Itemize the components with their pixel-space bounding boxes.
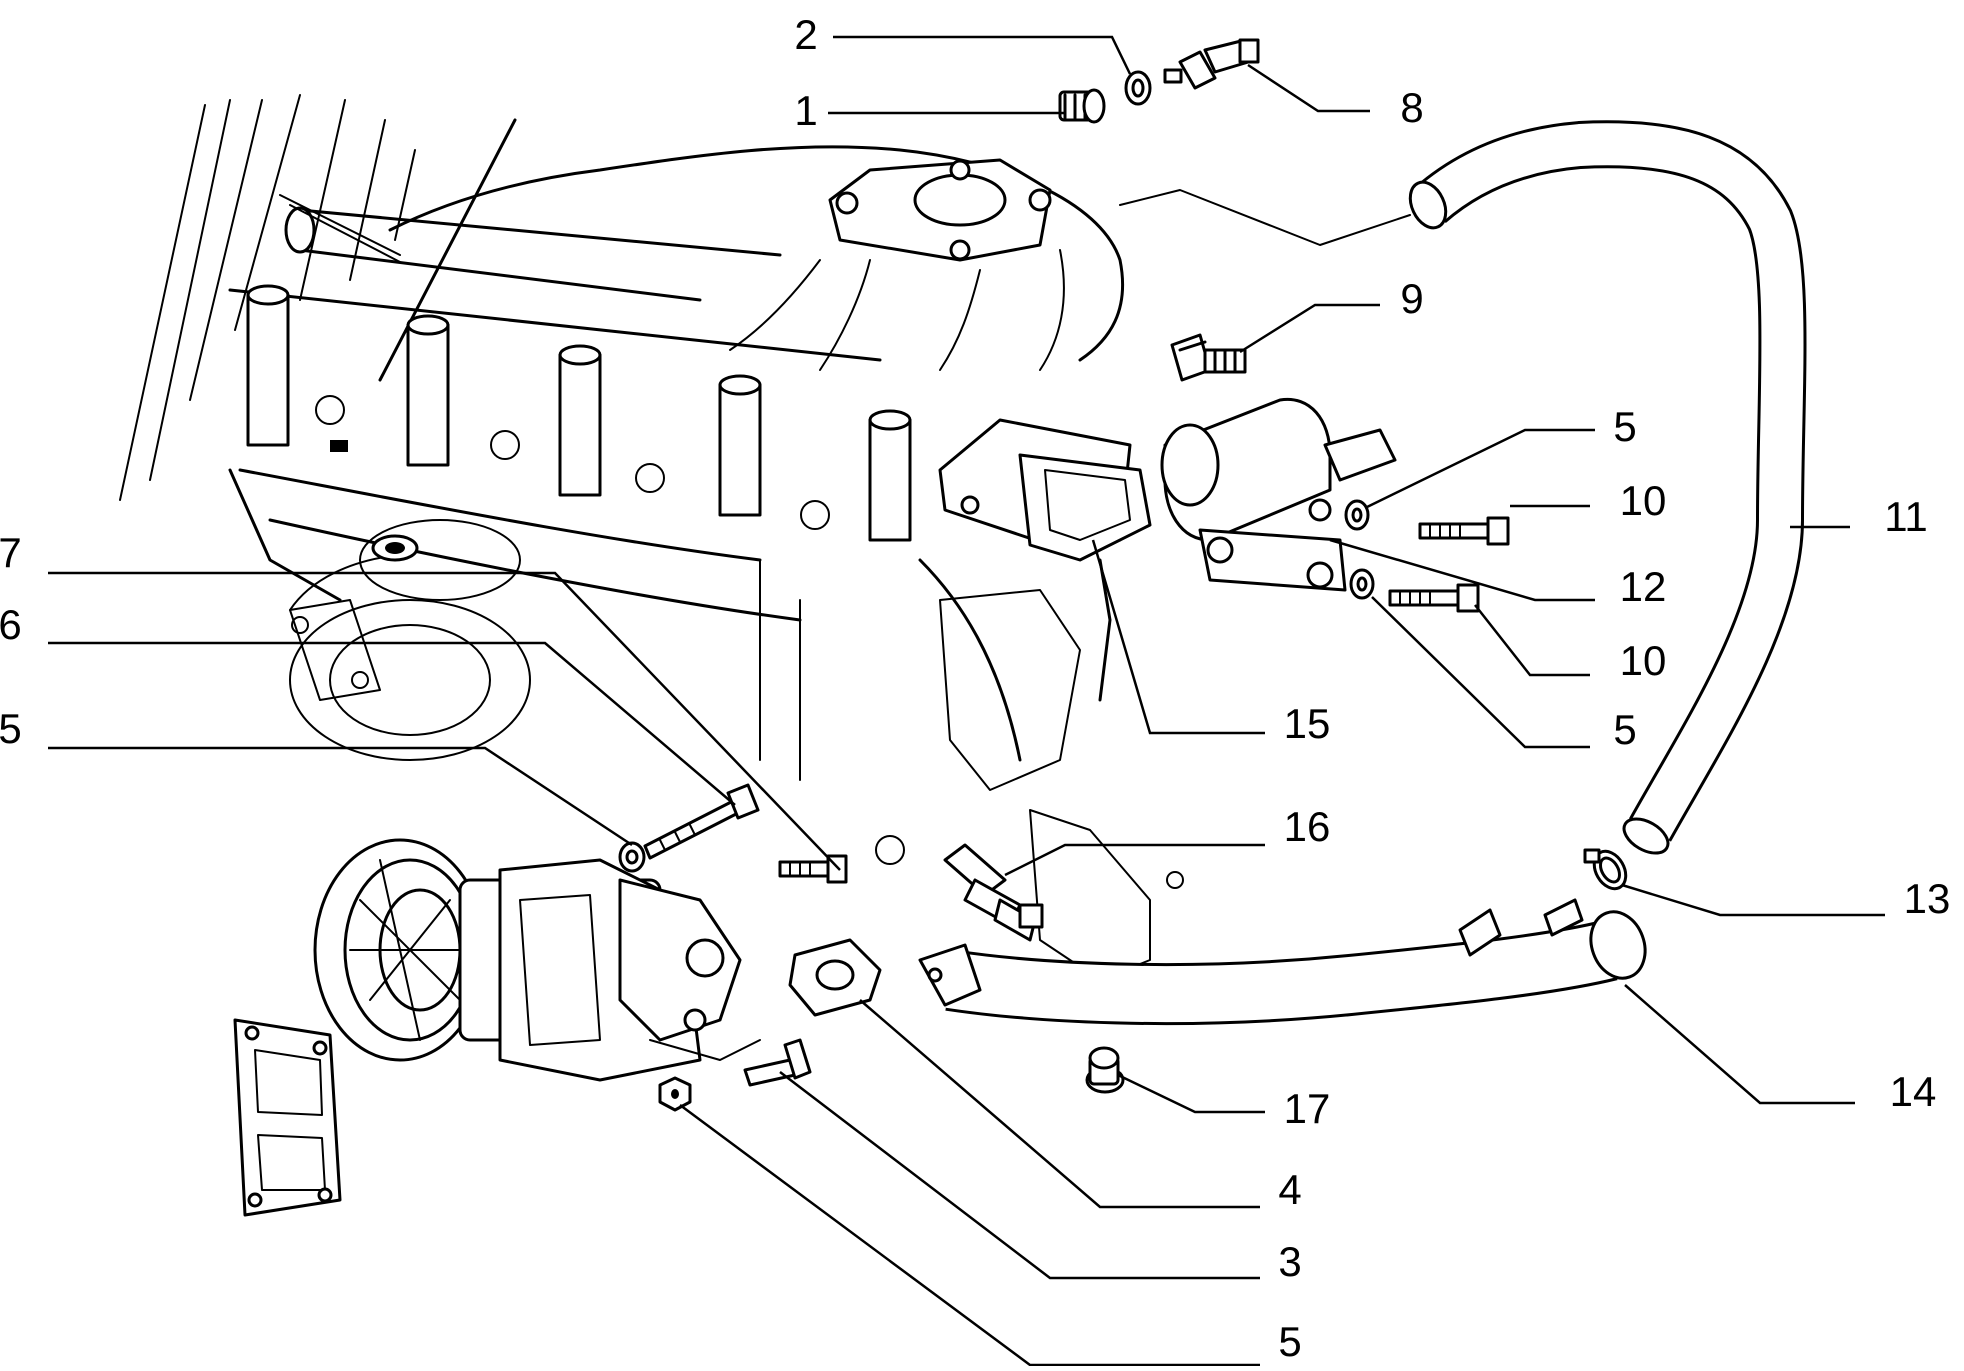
callout-11: 11 (1884, 493, 1928, 540)
part-14-pipe (918, 898, 1647, 1026)
part-3-bolt (743, 1038, 812, 1087)
callout-8: 8 (1400, 84, 1423, 131)
part-1-plug (1058, 88, 1106, 124)
part-5-washer-b (1349, 568, 1375, 600)
callout-10-lower: 10 (1620, 637, 1667, 684)
callout-10-upper: 10 (1620, 477, 1667, 524)
callout-4: 4 (1278, 1166, 1301, 1213)
water-pump (313, 838, 761, 1082)
part-5-washer-a (1344, 499, 1370, 531)
callout-13: 13 (1904, 875, 1951, 922)
callout-6: 6 (0, 601, 22, 648)
head-bolt-towers (246, 284, 912, 542)
part-12-thermostat-housing (1160, 397, 1397, 592)
callout-14: 14 (1890, 1068, 1937, 1115)
callout-12: 12 (1620, 563, 1667, 610)
callout-7: 7 (0, 529, 22, 576)
part-5-nut (658, 1076, 692, 1112)
pump-gasket (233, 1018, 342, 1217)
callout-1: 1 (794, 87, 817, 134)
callout-9: 9 (1400, 275, 1423, 322)
callout-5-left: 5 (0, 705, 22, 752)
part-4-gasket (788, 938, 882, 1017)
part-17-plug (1085, 1046, 1125, 1094)
engine-block (119, 94, 1184, 981)
part-10-bolt-b (1388, 583, 1480, 613)
callout-2: 2 (794, 11, 817, 58)
part-2-washer (1124, 70, 1152, 106)
callout-3: 3 (1278, 1238, 1301, 1285)
part-8-sensor (1163, 38, 1260, 90)
callout-16: 16 (1284, 803, 1331, 850)
part-9-fitting (1170, 333, 1247, 382)
part-5-washer-c (618, 841, 646, 873)
callout-17: 17 (1284, 1085, 1331, 1132)
callout-5-mid: 5 (1613, 706, 1636, 753)
callout-5-upper: 5 (1613, 403, 1636, 450)
part-11-hose (1408, 120, 1807, 855)
part-15-gasket (938, 418, 1152, 562)
part-6-bolt (643, 783, 760, 860)
leader-lines (48, 35, 1885, 1367)
part-13-clamp (1583, 848, 1628, 891)
callout-15: 15 (1284, 700, 1331, 747)
part-7-stud (778, 854, 848, 884)
callout-labels: 2 1 8 9 5 10 11 12 10 5 15 7 6 5 16 13 1… (0, 11, 1950, 1365)
part-16-sender (943, 843, 1044, 942)
callout-5-bottom: 5 (1278, 1318, 1301, 1365)
part-10-bolt-a (1418, 516, 1510, 546)
